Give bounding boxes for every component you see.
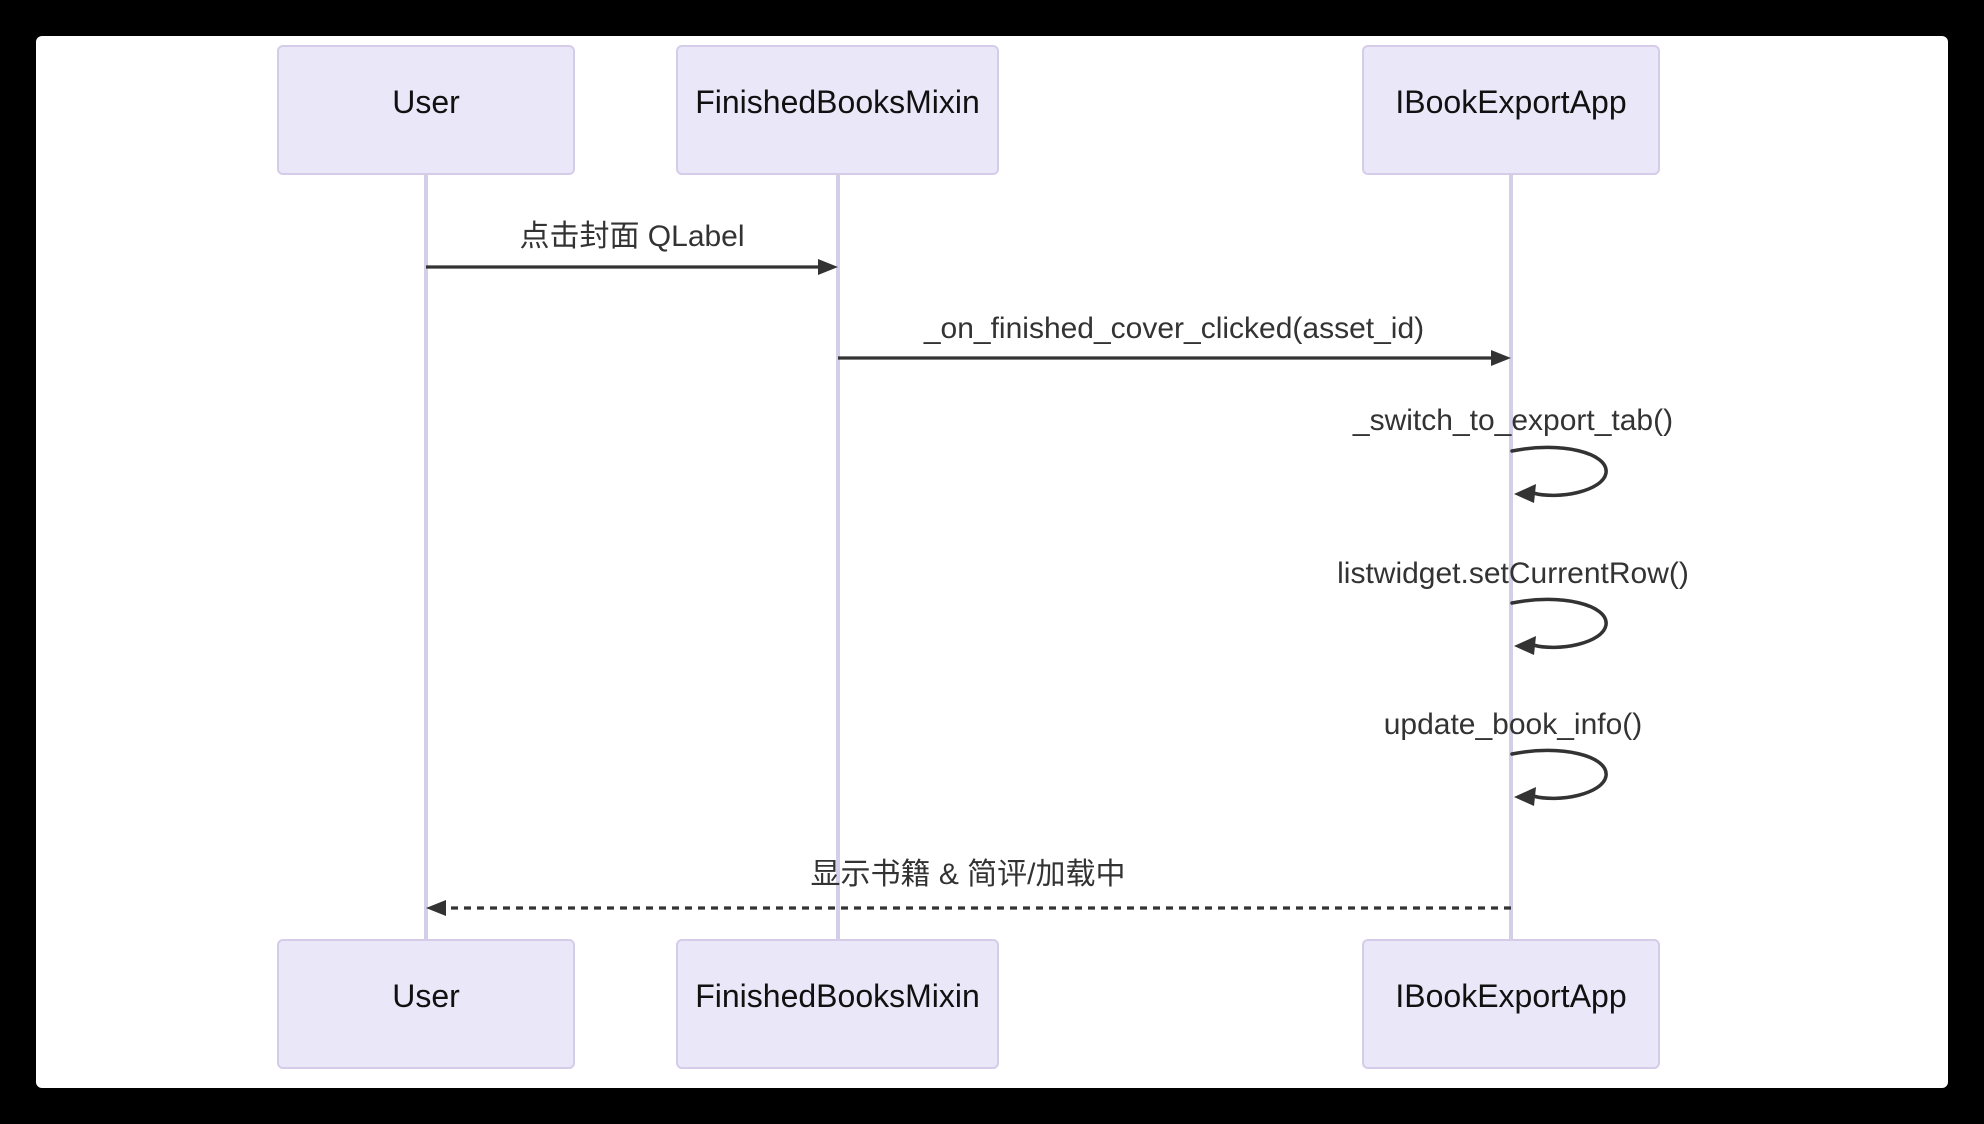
actor-box-user-bottom: User: [277, 939, 575, 1069]
arrowhead-icon: [1514, 484, 1536, 503]
message-label-update-book-info: update_book_info(): [1383, 708, 1643, 741]
actor-box-ibook-export-app-top: IBookExportApp: [1362, 45, 1660, 175]
arrowhead-icon: [1491, 350, 1511, 366]
actor-box-finished-books-mixin-top: FinishedBooksMixin: [676, 45, 999, 175]
message-arrow-show-book-info-dashed: [426, 900, 1511, 916]
actor-label-user: User: [392, 83, 460, 120]
self-loop-arrow-update-book-info: [1510, 748, 1608, 806]
message-label-show-book-info: 显示书籍 & 简评/加载中: [810, 858, 1126, 891]
message-label-on-finished-cover-clicked: _on_finished_cover_clicked(asset_id): [923, 312, 1425, 345]
actor-label-finished-books-mixin: FinishedBooksMixin: [695, 977, 980, 1014]
message-label-click-cover: 点击封面 QLabel: [519, 220, 745, 253]
actor-label-ibook-export-app: IBookExportApp: [1395, 977, 1627, 1014]
lifeline-finished-books-mixin: [836, 175, 840, 939]
actor-label-ibook-export-app: IBookExportApp: [1395, 83, 1627, 120]
self-loop-arrow-set-current-row: [1510, 597, 1608, 655]
sequence-diagram-canvas: User FinishedBooksMixin IBookExportApp 点…: [36, 36, 1948, 1088]
arrowhead-icon: [1514, 636, 1536, 655]
message-arrow-click-cover: [426, 259, 838, 275]
lifeline-user: [424, 175, 428, 939]
message-arrow-on-finished-cover-clicked: [838, 350, 1511, 366]
lifeline-ibook-export-app: [1509, 175, 1513, 939]
message-label-set-current-row: listwidget.setCurrentRow(): [1337, 557, 1689, 590]
actor-box-ibook-export-app-bottom: IBookExportApp: [1362, 939, 1660, 1069]
self-loop-arrow-switch-to-export-tab: [1510, 445, 1608, 503]
actor-box-user-top: User: [277, 45, 575, 175]
actor-box-finished-books-mixin-bottom: FinishedBooksMixin: [676, 939, 999, 1069]
arrowhead-icon: [818, 259, 838, 275]
message-label-switch-to-export-tab: _switch_to_export_tab(): [1352, 404, 1674, 437]
arrowhead-icon: [1514, 787, 1536, 806]
actor-label-user: User: [392, 977, 460, 1014]
arrowhead-icon: [426, 900, 446, 916]
actor-label-finished-books-mixin: FinishedBooksMixin: [695, 83, 980, 120]
